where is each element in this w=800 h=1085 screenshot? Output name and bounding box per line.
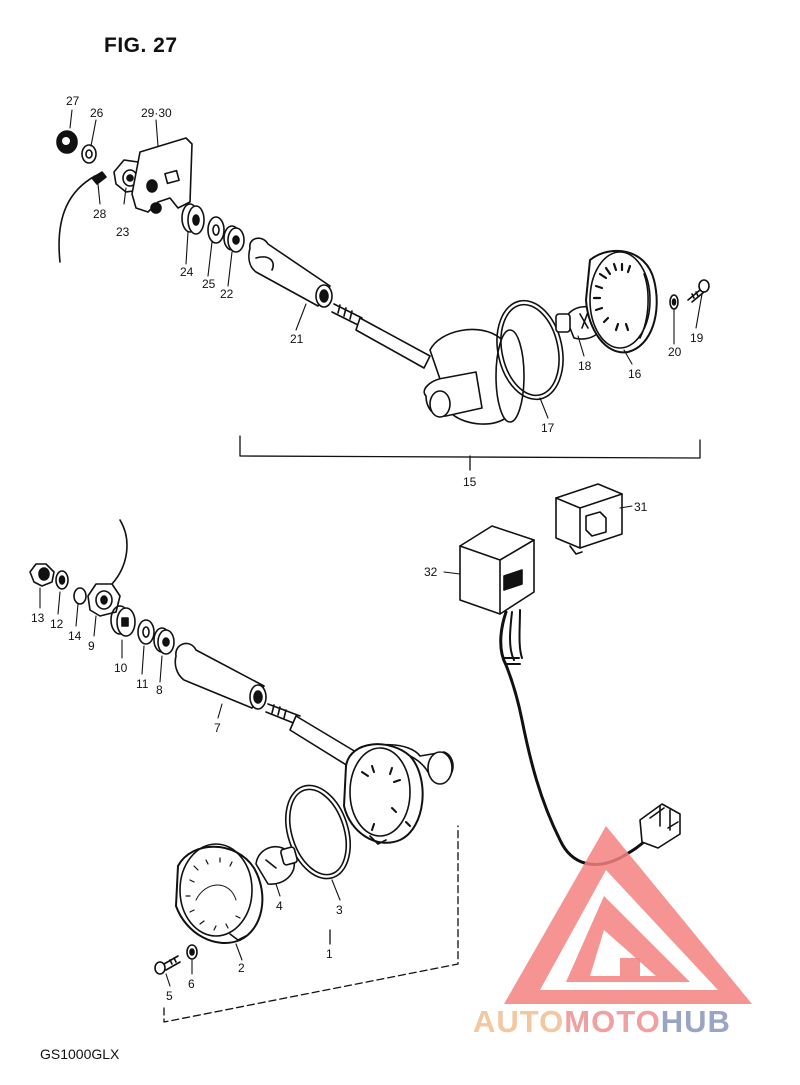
callout-6: 6 [188, 977, 195, 991]
callout-10: 10 [114, 661, 128, 675]
callout-21: 21 [290, 332, 304, 346]
lower-wire [111, 519, 128, 585]
callout-5: 5 [166, 989, 173, 1003]
threaded-stem [331, 303, 431, 369]
callout-27: 27 [66, 94, 80, 108]
model-code: GS1000GLX [40, 1046, 120, 1062]
terminal-28 [91, 171, 107, 185]
upper-wire [58, 175, 96, 263]
washer-10 [110, 605, 136, 637]
watermark-text: AUTOMOTOHUB [473, 1004, 731, 1040]
nut-27 [56, 130, 78, 154]
callout-8: 8 [156, 683, 163, 697]
washer-12 [55, 570, 69, 590]
callout-13: 13 [31, 611, 45, 625]
nut-13 [29, 563, 55, 587]
callout-7: 7 [214, 721, 221, 735]
callout-11: 11 [136, 677, 149, 691]
callout-23: 23 [116, 225, 130, 239]
group-bracket-15 [239, 435, 701, 471]
watermark-logo-icon [504, 826, 752, 1004]
callout-15: 15 [463, 475, 477, 489]
callout-2: 2 [238, 961, 245, 975]
callout-25: 25 [202, 277, 216, 291]
callout-4: 4 [276, 899, 283, 913]
screw-19 [687, 279, 710, 303]
collar-22 [223, 225, 245, 253]
screw-5 [154, 955, 181, 975]
bracket-29-30 [131, 137, 193, 214]
callout-9: 9 [88, 639, 95, 653]
callout-31: 31 [634, 500, 648, 514]
callout-20: 20 [668, 345, 682, 359]
washer-6 [186, 944, 198, 960]
group-bracket-1 [163, 825, 459, 1023]
callout-18: 18 [578, 359, 592, 373]
callout-numbers: 27 26 29·30 28 23 24 25 22 21 18 16 20 1… [31, 94, 704, 1003]
washer-26 [81, 144, 97, 164]
callout-17: 17 [541, 421, 555, 435]
relay-31 [555, 483, 623, 555]
lower-threaded-stem [265, 703, 357, 767]
lamp-housing-lower [343, 743, 454, 845]
leader-lines [39, 109, 703, 987]
washer-20 [669, 294, 679, 310]
lamp-housing-upper [423, 328, 525, 425]
callout-3: 3 [336, 903, 343, 917]
lens-16 [585, 249, 658, 354]
callout-29-30: 29·30 [141, 106, 172, 120]
figure-title: FIG. 27 [104, 34, 178, 57]
washer-25 [207, 216, 225, 244]
stem-cover-21 [248, 237, 333, 308]
relay-32 [459, 525, 535, 615]
watermark-part-auto: AUTO [473, 1004, 565, 1039]
lens-2 [175, 843, 264, 944]
stem-cover-7 [174, 642, 267, 710]
callout-32: 32 [424, 565, 438, 579]
bulb-4 [255, 845, 298, 885]
callout-26: 26 [90, 106, 104, 120]
callout-28: 28 [93, 207, 107, 221]
collar-8 [153, 627, 175, 655]
nut-9 [87, 583, 121, 617]
watermark-part-moto: MOTO [564, 1004, 661, 1039]
callout-24: 24 [180, 265, 194, 279]
callout-14: 14 [68, 629, 82, 643]
washer-14 [73, 587, 87, 605]
gasket-3 [285, 784, 351, 880]
wiring-harness [499, 609, 681, 866]
washer-24 [181, 203, 205, 235]
callout-16: 16 [628, 367, 642, 381]
callout-22: 22 [220, 287, 234, 301]
washer-11 [137, 619, 155, 645]
callout-12: 12 [50, 617, 64, 631]
callout-19: 19 [690, 331, 704, 345]
watermark-part-hub: HUB [660, 1004, 731, 1039]
callout-1: 1 [326, 947, 333, 961]
